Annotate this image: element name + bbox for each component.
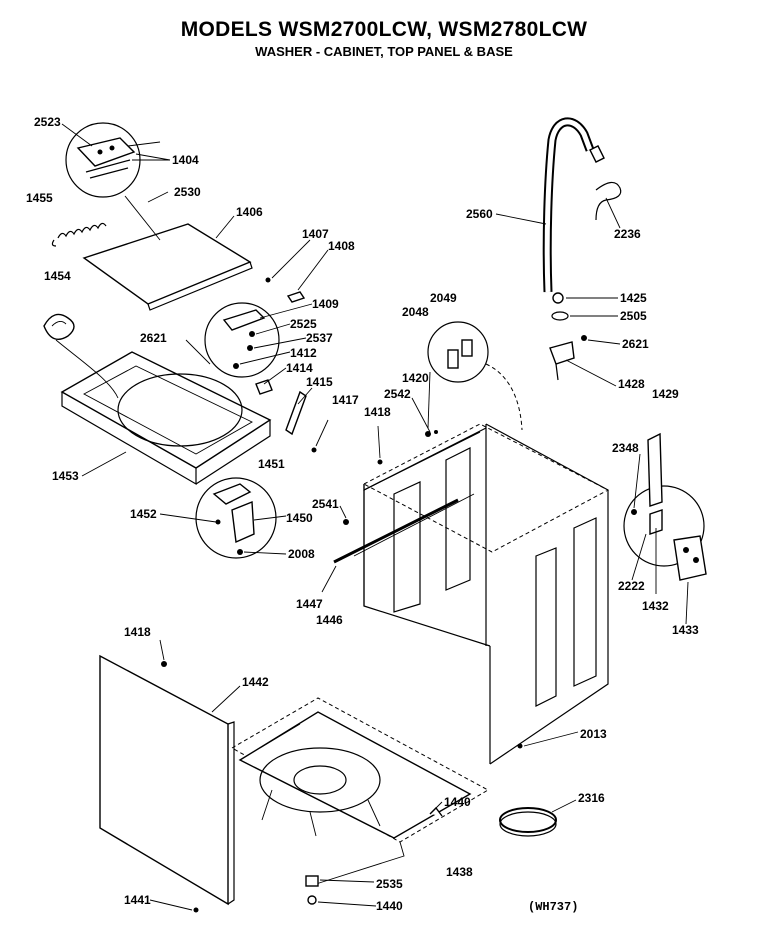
callout-1450: 1450 bbox=[286, 511, 313, 525]
callout-2348: 2348 bbox=[612, 441, 639, 455]
spring-part bbox=[51, 222, 107, 247]
callout-1440-bottom: 1440 bbox=[376, 899, 403, 913]
ring-part bbox=[499, 807, 557, 837]
callout-1432: 1432 bbox=[642, 599, 669, 613]
callout-2222: 2222 bbox=[618, 579, 645, 593]
callout-1412: 1412 bbox=[290, 346, 317, 360]
callout-2049: 2049 bbox=[430, 291, 457, 305]
diagram-title: MODELS WSM2700LCW, WSM2780LCW bbox=[180, 18, 588, 41]
callout-labels: 2523 1404 1455 2530 1406 1407 1408 1454 … bbox=[26, 115, 699, 914]
callout-1454: 1454 bbox=[44, 269, 71, 283]
callout-1446: 1446 bbox=[316, 613, 343, 627]
detail-circle-2048 bbox=[427, 321, 523, 431]
callout-2013: 2013 bbox=[580, 727, 607, 741]
callout-2537: 2537 bbox=[306, 331, 333, 345]
callout-2535: 2535 bbox=[376, 877, 403, 891]
base-part bbox=[230, 697, 490, 905]
callout-1420: 1420 bbox=[402, 371, 429, 385]
callout-2316: 2316 bbox=[578, 791, 605, 805]
callout-1409: 1409 bbox=[312, 297, 339, 311]
small-parts-1415-1417 bbox=[285, 390, 329, 453]
callout-1418-bottom: 1418 bbox=[124, 625, 151, 639]
callout-1406: 1406 bbox=[236, 205, 263, 219]
callout-2008: 2008 bbox=[288, 547, 315, 561]
front-panel-part bbox=[99, 654, 235, 913]
callout-1408: 1408 bbox=[328, 239, 355, 253]
callout-1414: 1414 bbox=[286, 361, 313, 375]
callout-2236: 2236 bbox=[614, 227, 641, 241]
callout-1417: 1417 bbox=[332, 393, 359, 407]
callout-2530: 2530 bbox=[174, 185, 201, 199]
diagram-code: (WH737) bbox=[528, 900, 578, 914]
lid-lock-detail-circle bbox=[195, 477, 277, 559]
callout-1455: 1455 bbox=[26, 191, 53, 205]
callout-2048: 2048 bbox=[402, 305, 429, 319]
callout-1407: 1407 bbox=[302, 227, 329, 241]
callout-1452: 1452 bbox=[130, 507, 157, 521]
callout-1428: 1428 bbox=[618, 377, 645, 391]
lid-switch-detail-circle bbox=[204, 302, 280, 395]
detail-circle-2348 bbox=[623, 432, 707, 581]
callout-2621-right: 2621 bbox=[622, 337, 649, 351]
callout-2560: 2560 bbox=[466, 207, 493, 221]
callout-1453: 1453 bbox=[52, 469, 79, 483]
lid-part bbox=[82, 195, 253, 311]
callout-2523: 2523 bbox=[34, 115, 61, 129]
hose-fittings bbox=[549, 292, 587, 381]
lid-handle-part bbox=[43, 313, 75, 340]
callout-1418-top: 1418 bbox=[364, 405, 391, 419]
callout-2542: 2542 bbox=[384, 387, 411, 401]
callout-1425: 1425 bbox=[620, 291, 647, 305]
callout-1438: 1438 bbox=[446, 865, 473, 879]
callout-2525: 2525 bbox=[290, 317, 317, 331]
hinge-detail-circle bbox=[65, 122, 170, 198]
small-parts-1407-1408 bbox=[265, 277, 306, 303]
callout-1441: 1441 bbox=[124, 893, 151, 907]
callout-1415: 1415 bbox=[306, 375, 333, 389]
cabinet-part bbox=[333, 423, 610, 765]
callout-1442: 1442 bbox=[242, 675, 269, 689]
cabinet-screws bbox=[343, 430, 523, 749]
top-panel-part bbox=[55, 339, 272, 486]
diagram-subtitle: WASHER - CABINET, TOP PANEL & BASE bbox=[255, 44, 513, 59]
callout-1429: 1429 bbox=[652, 387, 679, 401]
callout-1447: 1447 bbox=[296, 597, 323, 611]
callout-2505: 2505 bbox=[620, 309, 647, 323]
leader-lines bbox=[61, 123, 689, 911]
callout-1440-top: 1440 bbox=[444, 795, 471, 809]
callout-1433: 1433 bbox=[672, 623, 699, 637]
callout-2541: 2541 bbox=[312, 497, 339, 511]
callout-1451: 1451 bbox=[258, 457, 285, 471]
callout-2621-left: 2621 bbox=[140, 331, 167, 345]
fill-hose-part bbox=[542, 117, 622, 293]
callout-1404: 1404 bbox=[172, 153, 199, 167]
